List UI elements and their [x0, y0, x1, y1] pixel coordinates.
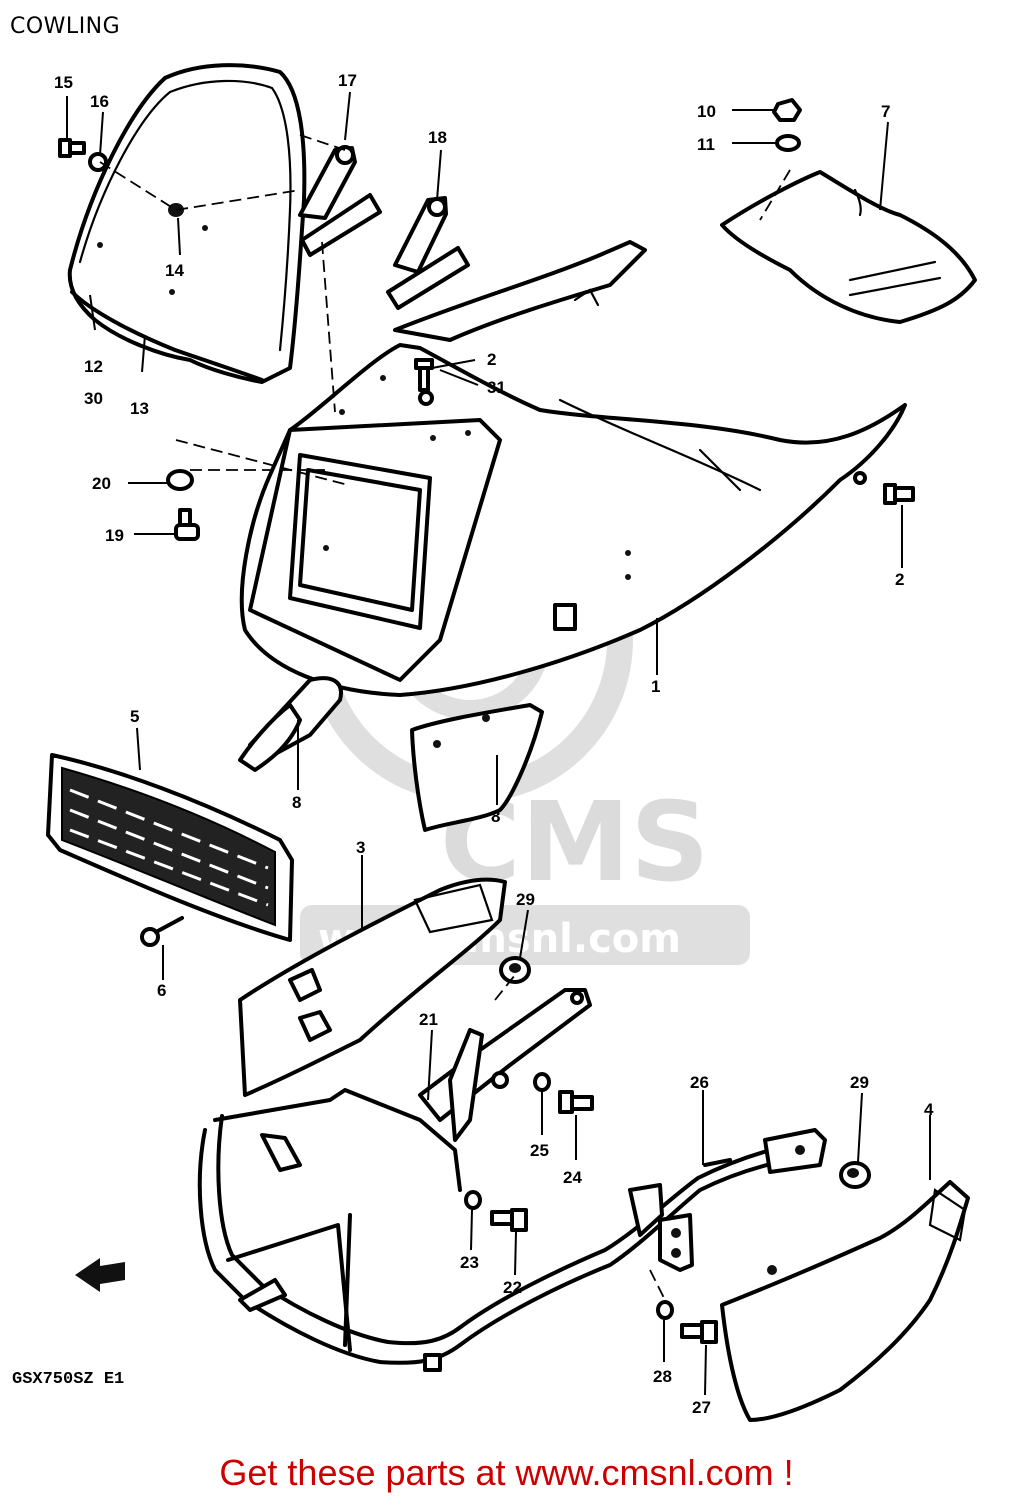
part-label-4: 4: [924, 1100, 934, 1119]
washer-16: [88, 152, 108, 172]
part-label-20: 20: [92, 474, 111, 493]
windscreen-stay-18: [386, 196, 470, 310]
nut-14: [168, 203, 184, 217]
part-label-11: 11: [697, 135, 715, 154]
part-label-12: 12: [84, 357, 103, 376]
part-label-30: 30: [84, 389, 103, 408]
part-label-2-right: 2: [895, 570, 904, 589]
part-labels: 1 2 2 3 4 5 6 7 8 8 10 11 12 30 13 14 15…: [54, 71, 934, 1417]
assembly-lines: [99, 134, 791, 1301]
part-label-24: 24: [563, 1168, 582, 1187]
cowling-frame: [197, 1088, 827, 1372]
part-label-28: 28: [653, 1367, 672, 1386]
part-label-10: 10: [697, 102, 716, 121]
front-arrow-icon: [75, 1258, 125, 1292]
part-label-14: 14: [165, 261, 184, 280]
screw-6: [140, 916, 184, 947]
part-label-25: 25: [530, 1141, 549, 1160]
nut-10: [772, 98, 802, 122]
part-label-3: 3: [356, 838, 365, 857]
part-label-18: 18: [428, 128, 447, 147]
washer-25: [533, 1072, 551, 1092]
leader-lines: [66, 91, 931, 1396]
part-label-21: 21: [419, 1010, 438, 1029]
under-cover: [720, 170, 977, 324]
inner-panel-8-left: [238, 676, 343, 772]
page-title: COWLING: [10, 14, 121, 39]
bolt-22: [490, 1208, 528, 1232]
part-label-5: 5: [130, 707, 139, 726]
lower-cowl-right: [720, 1180, 970, 1422]
washer-28: [656, 1300, 674, 1320]
part-label-8-right: 8: [491, 807, 500, 826]
parts-shop-link[interactable]: Get these parts at www.cmsnl.com !: [219, 1452, 794, 1493]
washer-20: [166, 469, 194, 491]
part-label-2-top: 2: [487, 350, 496, 369]
screw-2-right: [883, 483, 915, 505]
part-label-29-right: 29: [850, 1073, 869, 1092]
washer-11: [775, 134, 801, 152]
upper-cowling: [239, 343, 907, 697]
part-label-17: 17: [338, 71, 357, 90]
model-code: GSX750SZ E1: [12, 1370, 125, 1389]
windscreen-stay-17: [298, 145, 382, 257]
spacer-29-top: [499, 956, 531, 984]
inner-panel-8-right: [410, 703, 544, 832]
part-label-22: 22: [503, 1278, 522, 1297]
part-label-31: 31: [487, 378, 506, 397]
part-label-27: 27: [692, 1398, 711, 1417]
part-label-29-top: 29: [516, 890, 535, 909]
washer-23: [464, 1190, 482, 1210]
cowl-stay-bracket: [393, 240, 647, 342]
part-label-13: 13: [130, 399, 149, 418]
part-label-7: 7: [881, 102, 890, 121]
screw-19: [174, 508, 200, 541]
bolt-24: [558, 1090, 594, 1114]
windscreen: [67, 63, 307, 384]
part-label-26: 26: [690, 1073, 709, 1092]
screw-15: [58, 138, 86, 158]
part-label-19: 19: [105, 526, 124, 545]
part-label-23: 23: [460, 1253, 479, 1272]
grille: [46, 753, 294, 942]
part-label-15: 15: [54, 73, 73, 92]
part-label-6: 6: [157, 981, 166, 1000]
part-label-1: 1: [651, 677, 660, 696]
spacer-29-right: [839, 1161, 871, 1189]
part-label-8-left: 8: [292, 793, 301, 812]
brace-21: [418, 988, 592, 1142]
screw-2-top: [414, 358, 434, 406]
lower-cowl-left: [238, 877, 507, 1097]
part-label-16: 16: [90, 92, 109, 111]
bolt-27: [680, 1320, 718, 1344]
